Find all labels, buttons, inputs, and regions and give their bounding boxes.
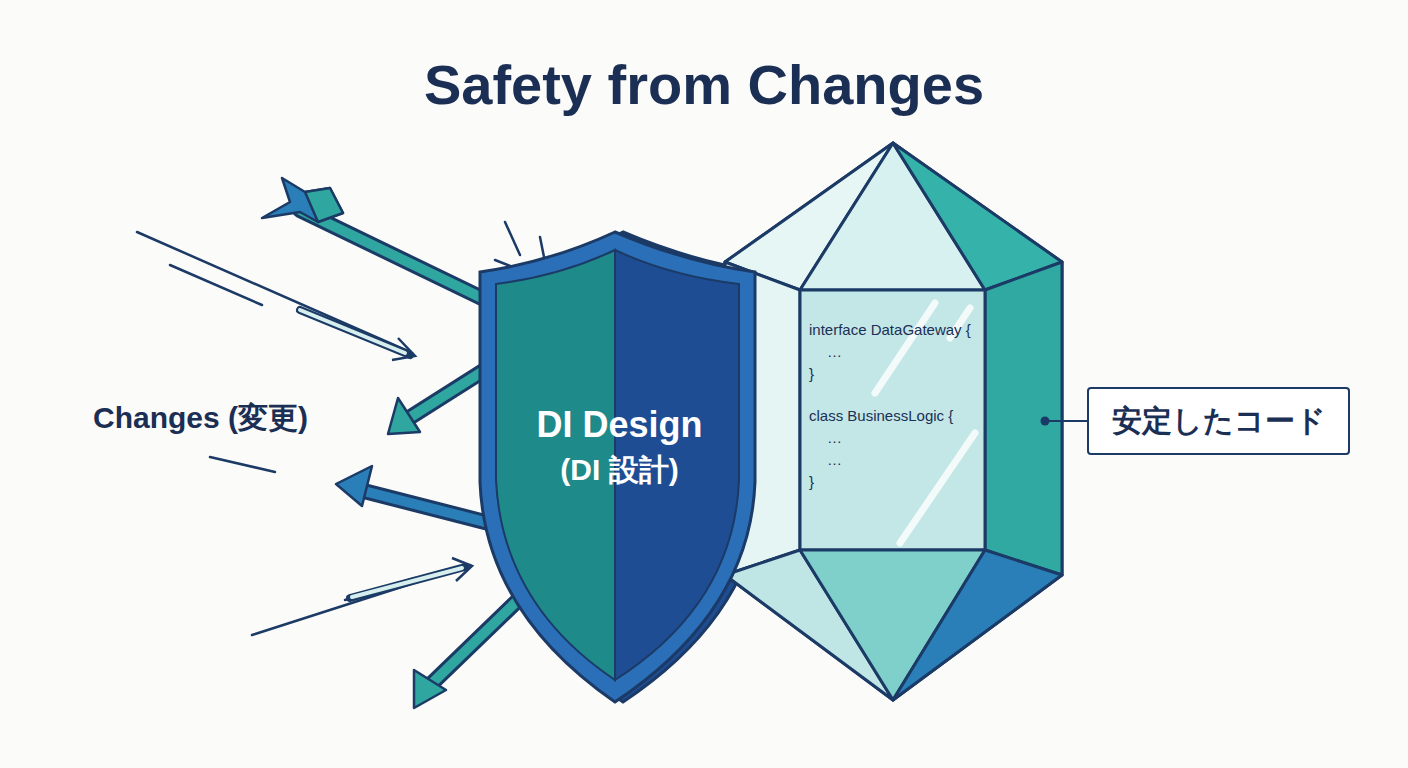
shield: DI Design(DI 設計) — [472, 232, 767, 702]
side-label: Changes (変更) — [93, 398, 308, 439]
code-line: … — [827, 429, 842, 447]
title: Safety from Changes — [0, 52, 1408, 117]
code-line: … — [827, 451, 842, 469]
code-line: … — [827, 343, 842, 361]
crystal-code: interface DataGateway { …} class BusinessL… — [725, 143, 1045, 700]
callout-box: 安定したコード — [1087, 387, 1350, 455]
shield-subheading: (DI 設計) — [472, 450, 767, 491]
shield-heading: DI Design — [472, 404, 767, 446]
code-line: } — [809, 365, 814, 383]
code-line: class BusinessLogic { — [809, 407, 953, 425]
callout-text: 安定したコード — [1112, 401, 1326, 442]
leader-dot — [1041, 417, 1050, 426]
crystal — [725, 143, 1062, 700]
code-line: } — [809, 473, 814, 491]
leader-stroke — [1045, 420, 1087, 422]
incoming-streaks — [300, 310, 472, 598]
arrow-heads — [262, 178, 446, 708]
code-line: interface DataGateway { — [809, 321, 971, 339]
leader-line — [1041, 417, 1088, 426]
